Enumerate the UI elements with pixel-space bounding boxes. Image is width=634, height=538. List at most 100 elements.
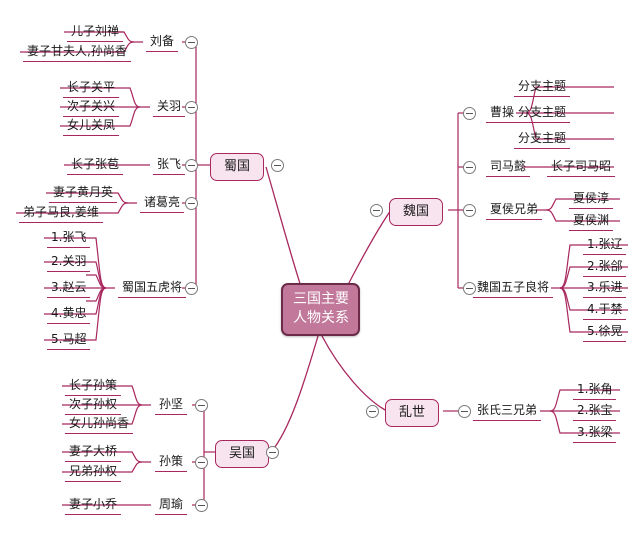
sub-node-wuziliangjiang[interactable]: 魏国五子良将 xyxy=(473,278,554,298)
collapse-toggle-shu[interactable] xyxy=(271,159,284,172)
sub-node-xiahou[interactable]: 夏侯兄弟 xyxy=(486,200,543,220)
leaf-label: 长子张苞 xyxy=(71,157,120,171)
sub-node-sunjian[interactable]: 孙坚 xyxy=(155,395,188,415)
leaf-node[interactable]: 4.于禁 xyxy=(583,300,627,320)
leaf-node[interactable]: 妻子黄月英 xyxy=(49,183,118,203)
collapse-toggle-wu[interactable] xyxy=(266,446,279,459)
sub-node-simayi[interactable]: 司马懿 xyxy=(486,157,531,177)
sub-label-sunjian: 孙坚 xyxy=(159,397,184,411)
collapse-toggle-zhouyu[interactable] xyxy=(195,499,208,512)
leaf-label: 妻子甘夫人,孙尚香 xyxy=(27,44,127,58)
sub-node-caocao[interactable]: 曹操 xyxy=(486,103,519,123)
sub-node-sunce[interactable]: 孙策 xyxy=(155,452,188,472)
leaf-node[interactable]: 长子关平 xyxy=(63,78,120,98)
leaf-label: 长子关平 xyxy=(67,80,116,94)
leaf-node[interactable]: 2.张郃 xyxy=(583,257,627,277)
collapse-toggle-sunce[interactable] xyxy=(195,456,208,469)
leaf-label: 4.黄忠 xyxy=(51,306,87,320)
leaf-node[interactable]: 1.张辽 xyxy=(583,235,627,255)
collapse-toggle-wuhu[interactable] xyxy=(185,282,198,295)
leaf-node[interactable]: 3.赵云 xyxy=(47,278,91,298)
branch-label-luanshi: 乱世 xyxy=(399,405,426,420)
leaf-node[interactable]: 1.张角 xyxy=(573,380,617,400)
leaf-label: 1.张角 xyxy=(577,382,613,396)
leaf-node[interactable]: 长子司马昭 xyxy=(547,157,616,177)
sub-node-wuhu[interactable]: 蜀国五虎将 xyxy=(118,278,187,298)
sub-node-zhangshi[interactable]: 张氏三兄弟 xyxy=(473,401,542,421)
leaf-label: 夏侯淳 xyxy=(573,191,610,205)
leaf-label: 次子关兴 xyxy=(67,99,116,113)
sub-label-xiahou: 夏侯兄弟 xyxy=(490,202,539,216)
leaf-node[interactable]: 3.张梁 xyxy=(573,423,617,443)
collapse-toggle-wuziliangjiang[interactable] xyxy=(463,282,476,295)
leaf-node[interactable]: 女儿孙尚香 xyxy=(65,414,134,434)
branch-node-wu[interactable]: 吴国 xyxy=(215,440,270,468)
leaf-node[interactable]: 兄弟孙权 xyxy=(65,462,122,482)
leaf-node[interactable]: 长子张苞 xyxy=(67,155,124,175)
collapse-toggle-xiahou[interactable] xyxy=(463,204,476,217)
leaf-node[interactable]: 2.关羽 xyxy=(47,252,91,272)
collapse-toggle-zhangfei[interactable] xyxy=(185,159,198,172)
branch-node-wei[interactable]: 魏国 xyxy=(389,198,444,226)
leaf-label: 3.赵云 xyxy=(51,280,87,294)
leaf-node[interactable]: 弟子马良,姜维 xyxy=(19,203,103,223)
leaf-label: 4.于禁 xyxy=(587,302,623,316)
sub-node-zhouyu[interactable]: 周瑜 xyxy=(155,495,188,515)
leaf-node[interactable]: 分支主题 xyxy=(514,129,571,149)
leaf-label: 2.关羽 xyxy=(51,254,87,268)
leaf-node[interactable]: 长子孙策 xyxy=(65,376,122,396)
sub-node-guanyu[interactable]: 关羽 xyxy=(153,97,186,117)
collapse-toggle-caocao[interactable] xyxy=(463,107,476,120)
collapse-toggle-zhugeliang[interactable] xyxy=(185,197,198,210)
branch-label-wu: 吴国 xyxy=(229,446,256,461)
leaf-node[interactable]: 妻子大桥 xyxy=(65,442,122,462)
leaf-node[interactable]: 5.徐晃 xyxy=(583,322,627,342)
leaf-label: 2.张宝 xyxy=(577,403,613,417)
branch-node-luanshi[interactable]: 乱世 xyxy=(385,399,440,427)
collapse-toggle-liubei[interactable] xyxy=(185,36,198,49)
leaf-node[interactable]: 3.乐进 xyxy=(583,278,627,298)
leaf-node[interactable]: 分支主题 xyxy=(514,77,571,97)
leaf-label: 女儿孙尚香 xyxy=(69,416,130,430)
leaf-node[interactable]: 夏侯渊 xyxy=(569,211,614,231)
leaf-label: 3.乐进 xyxy=(587,280,623,294)
sub-label-zhangshi: 张氏三兄弟 xyxy=(477,403,538,417)
sub-label-wuhu: 蜀国五虎将 xyxy=(122,280,183,294)
branch-node-shu[interactable]: 蜀国 xyxy=(210,153,265,181)
sub-node-zhangfei[interactable]: 张飞 xyxy=(153,155,186,175)
leaf-label: 兄弟孙权 xyxy=(69,464,118,478)
collapse-toggle-wei[interactable] xyxy=(370,204,383,217)
leaf-node[interactable]: 夏侯淳 xyxy=(569,189,614,209)
leaf-label: 1.张飞 xyxy=(51,230,87,244)
leaf-label: 弟子马良,姜维 xyxy=(23,205,99,219)
leaf-label: 儿子刘禅 xyxy=(71,24,120,38)
leaf-node[interactable]: 儿子刘禅 xyxy=(67,22,124,42)
collapse-toggle-guanyu[interactable] xyxy=(185,101,198,114)
collapse-toggle-simayi[interactable] xyxy=(463,161,476,174)
sub-label-caocao: 曹操 xyxy=(490,105,515,119)
sub-node-zhugeliang[interactable]: 诸葛亮 xyxy=(140,193,185,213)
sub-label-zhangfei: 张飞 xyxy=(157,157,182,171)
leaf-node[interactable]: 次子孙权 xyxy=(65,395,122,415)
sub-node-liubei[interactable]: 刘备 xyxy=(146,32,179,52)
leaf-node[interactable]: 妻子甘夫人,孙尚香 xyxy=(23,42,131,62)
leaf-label: 夏侯渊 xyxy=(573,213,610,227)
leaf-node[interactable]: 4.黄忠 xyxy=(47,304,91,324)
leaf-label: 5.马超 xyxy=(51,332,87,346)
leaf-node[interactable]: 女儿关凤 xyxy=(63,116,120,136)
collapse-toggle-sunjian[interactable] xyxy=(195,399,208,412)
branch-label-wei: 魏国 xyxy=(403,204,430,219)
sub-label-zhugeliang: 诸葛亮 xyxy=(144,195,181,209)
collapse-toggle-zhangshi[interactable] xyxy=(458,405,471,418)
leaf-node[interactable]: 5.马超 xyxy=(47,330,91,350)
leaf-node[interactable]: 1.张飞 xyxy=(47,228,91,248)
leaf-node[interactable]: 妻子小乔 xyxy=(65,495,122,515)
collapse-toggle-luanshi[interactable] xyxy=(366,405,379,418)
leaf-label: 次子孙权 xyxy=(69,397,118,411)
leaf-node[interactable]: 次子关兴 xyxy=(63,97,120,117)
leaf-node[interactable]: 分支主题 xyxy=(514,103,571,123)
leaf-label: 1.张辽 xyxy=(587,237,623,251)
leaf-node[interactable]: 2.张宝 xyxy=(573,401,617,421)
root-node[interactable]: 三国主要 人物关系 xyxy=(281,283,360,336)
